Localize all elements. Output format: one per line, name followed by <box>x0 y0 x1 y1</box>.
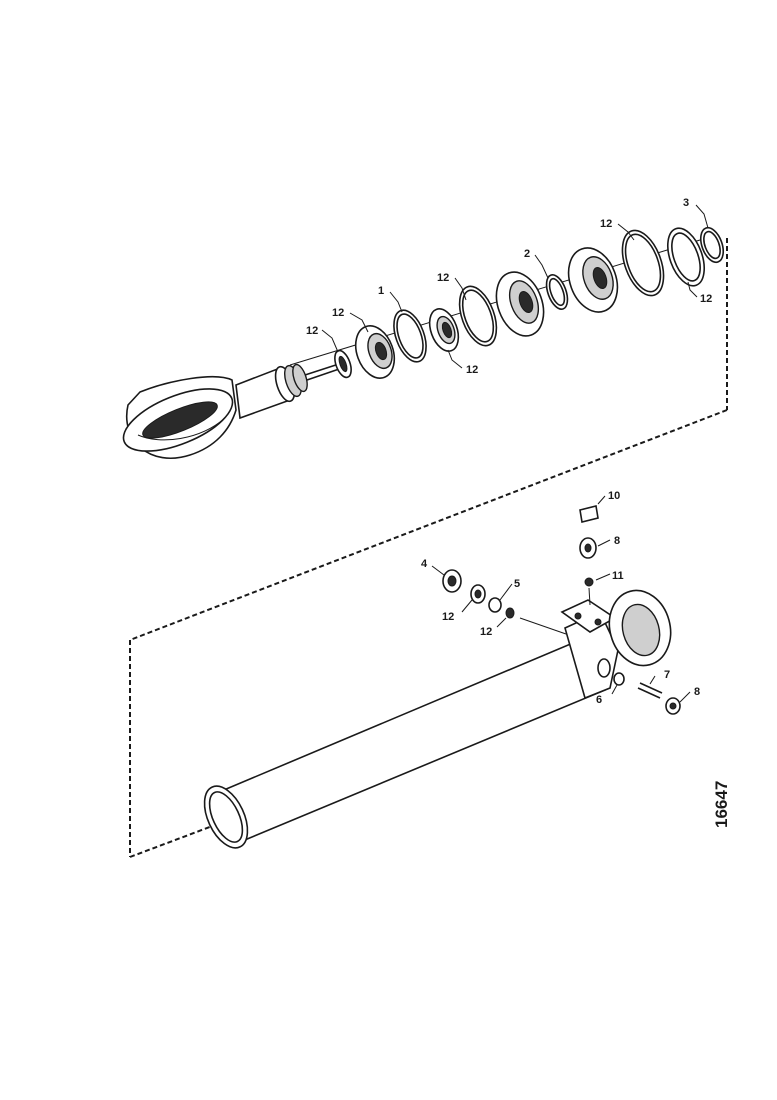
callout-4: 4 <box>421 558 428 570</box>
callout-11: 11 <box>612 570 624 582</box>
callout-10: 10 <box>608 490 620 502</box>
callout-8-top: 8 <box>614 535 620 547</box>
tube-fittings <box>442 505 681 715</box>
callout-7: 7 <box>664 669 670 681</box>
rod-parts-row <box>334 226 725 379</box>
callout-12-e: 12 <box>600 218 612 230</box>
callout-12-b: 12 <box>332 307 344 319</box>
callout-labels: 12 12 1 12 12 2 12 3 12 10 8 11 4 12 5 1… <box>306 197 712 706</box>
callout-5: 5 <box>514 578 520 590</box>
callout-12-c: 12 <box>437 272 449 284</box>
callout-8-bottom: 8 <box>694 686 700 698</box>
callout-12-g: 12 <box>442 611 454 623</box>
leader-lines <box>321 204 709 703</box>
callout-12-d: 12 <box>466 364 478 376</box>
callout-12-h: 12 <box>480 626 492 638</box>
cylinder-tube <box>203 589 672 849</box>
callout-1: 1 <box>378 285 384 297</box>
piston-rod <box>122 361 346 460</box>
callout-2: 2 <box>524 248 530 260</box>
drawing-reference-number: 16647 <box>712 781 731 828</box>
callout-12-a: 12 <box>306 325 318 337</box>
callout-12-f: 12 <box>700 293 712 305</box>
callout-3: 3 <box>683 197 689 209</box>
callout-6: 6 <box>596 694 602 706</box>
